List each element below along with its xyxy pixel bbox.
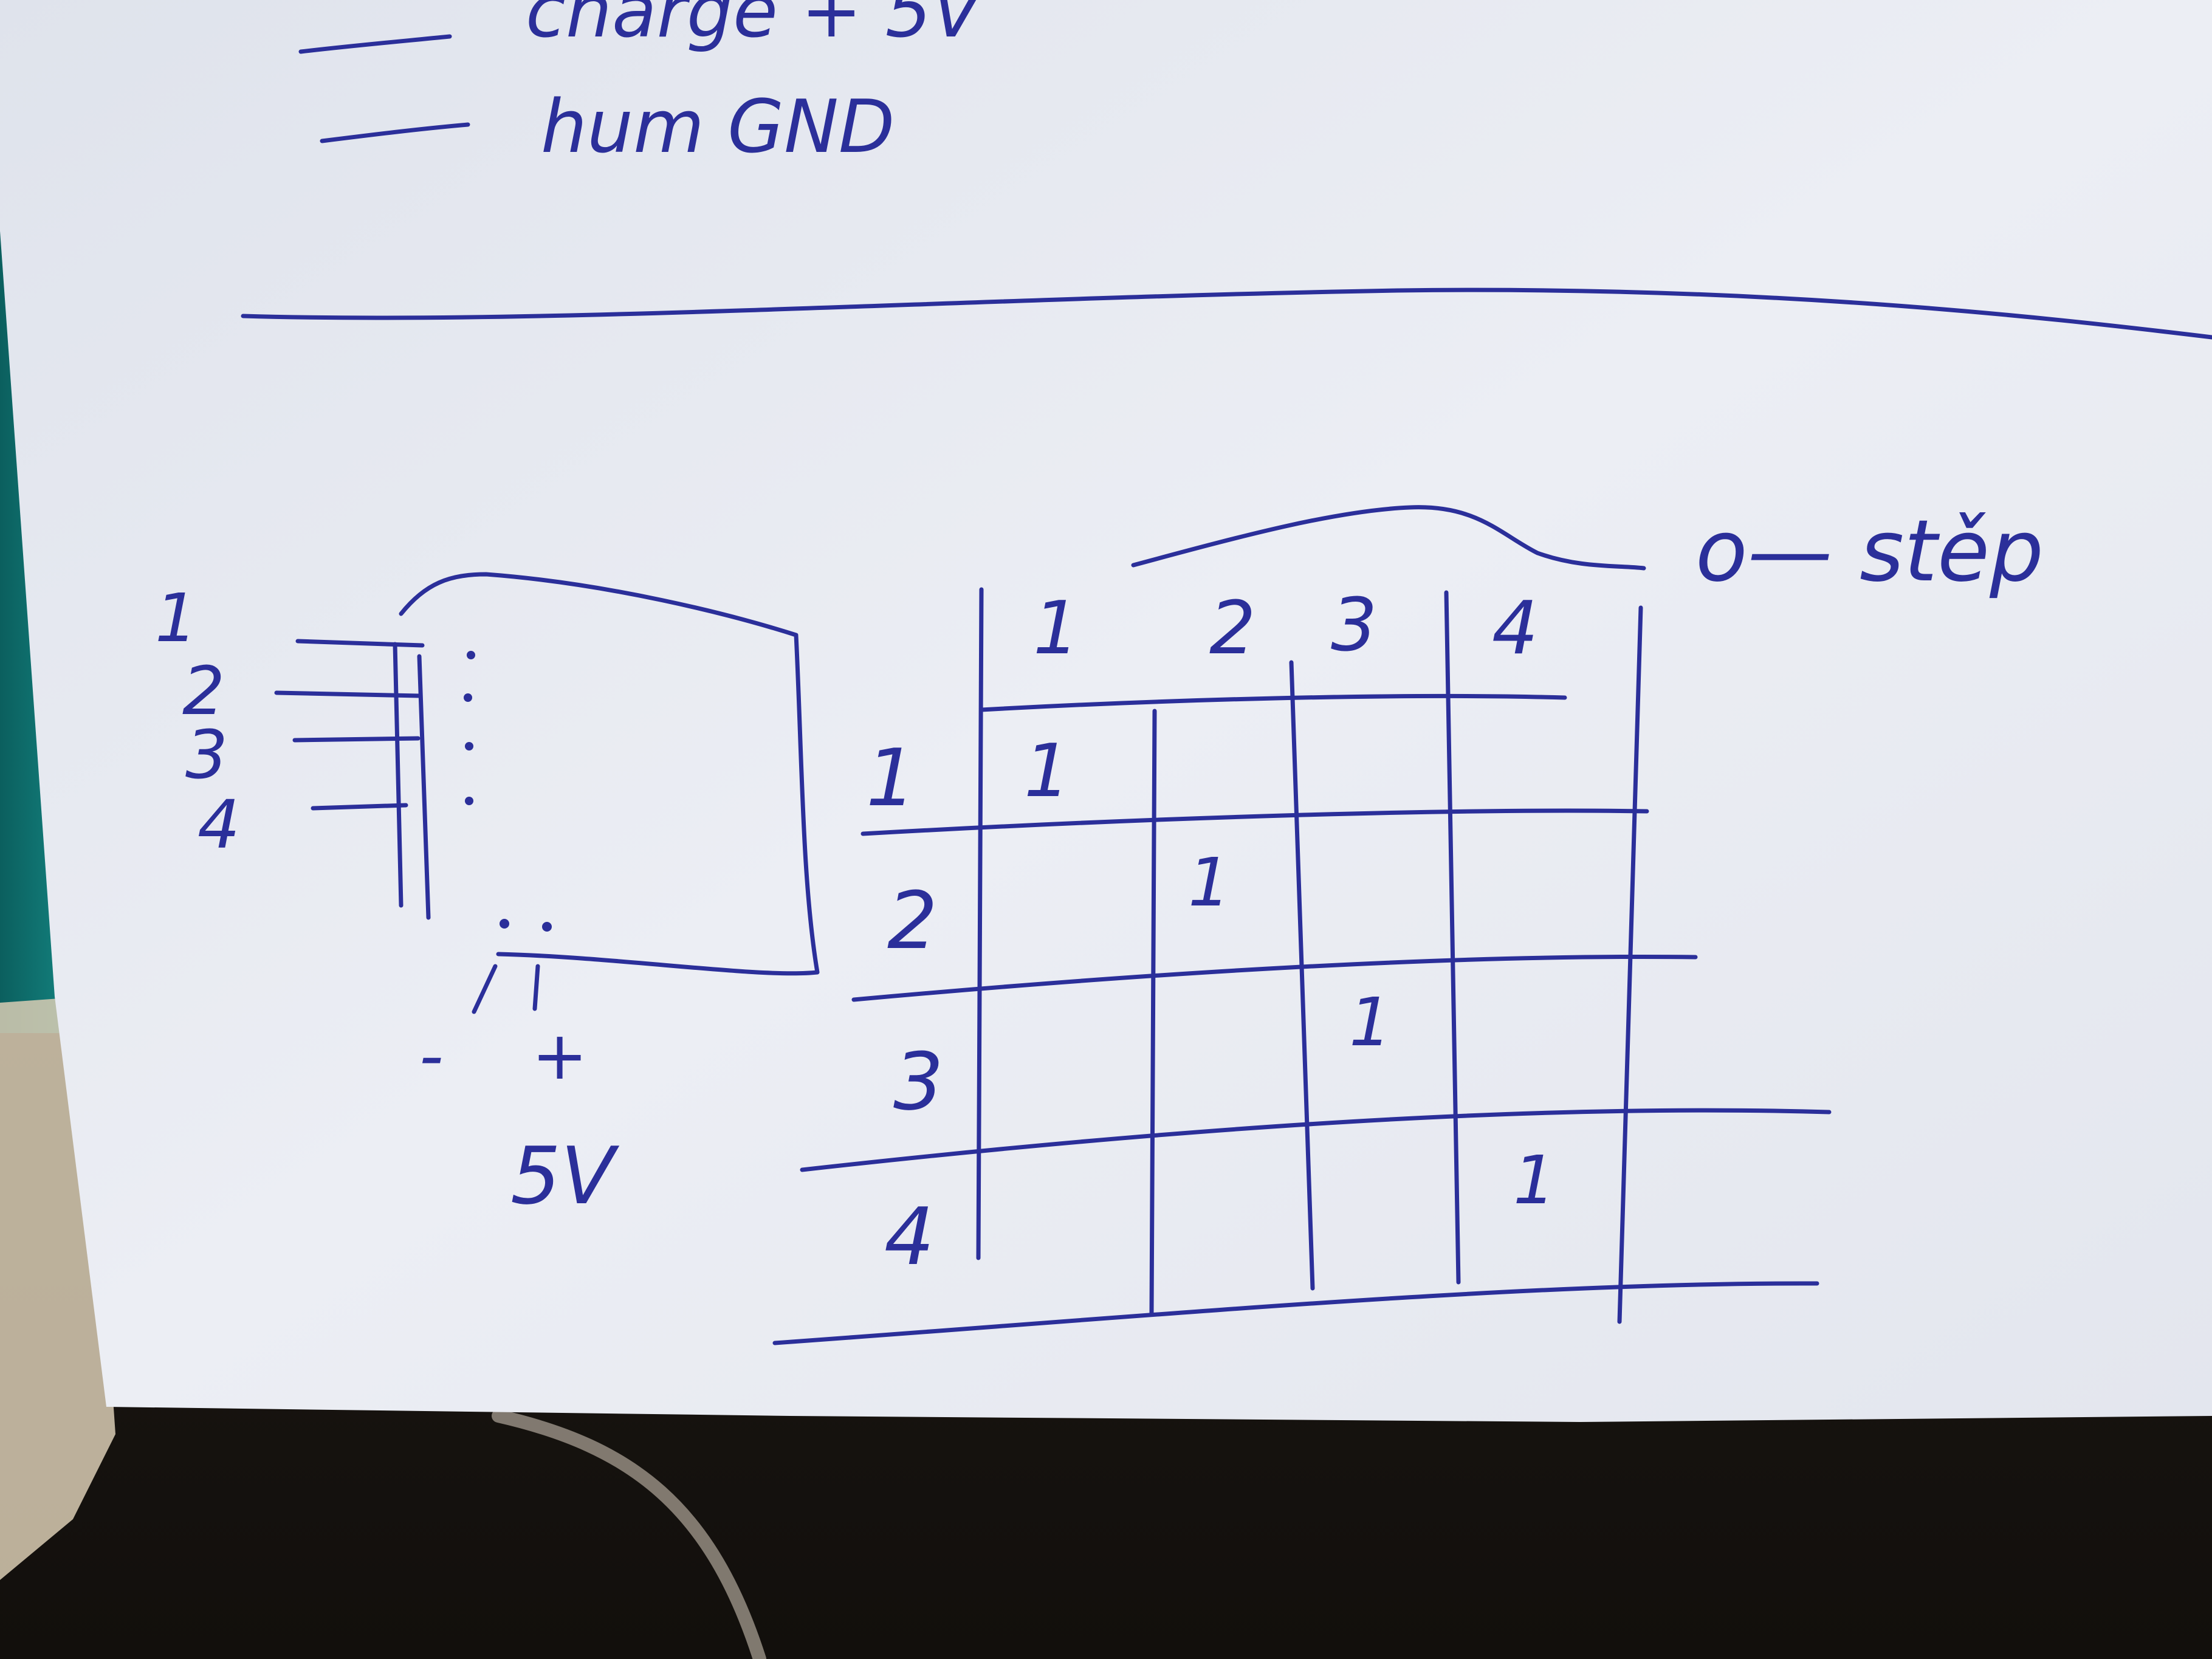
cable-shape — [492, 1409, 766, 1659]
pin-line-4 — [311, 803, 408, 811]
grid-line — [1149, 709, 1157, 1315]
grid-line — [1289, 660, 1315, 1291]
note-line-2: hum GND — [541, 85, 895, 170]
column-brace — [1131, 505, 1646, 571]
matrix-grid: 1 2 3 4 1 2 3 4 1 1 1 1 — [772, 505, 1832, 1345]
note-line-1: charge + 5V — [526, 0, 986, 54]
grid-line — [979, 693, 1567, 712]
header-dot — [467, 651, 475, 659]
power-dot — [500, 919, 509, 929]
col-header: 1 — [1033, 586, 1079, 671]
header-dot — [465, 797, 473, 805]
row-header: 4 — [884, 1190, 935, 1283]
paper-sheet — [0, 0, 2212, 1422]
pin-line-2 — [274, 690, 422, 698]
power-wire-minus — [472, 964, 498, 1014]
bullet-dash-1 — [298, 34, 452, 54]
header-strip — [393, 642, 431, 920]
divider-line — [241, 287, 2212, 340]
bullet-dash-2 — [320, 122, 470, 143]
matrix-cell: 1 — [1513, 1141, 1556, 1219]
plus-label: + — [532, 1017, 588, 1094]
matrix-cell: 1 — [1024, 729, 1070, 814]
module-sketch: 1 2 3 4 - + 5V — [155, 572, 820, 1222]
power-dot — [542, 922, 552, 932]
minus-label: - — [419, 1017, 444, 1094]
module-outline — [399, 572, 820, 976]
pin-line-1 — [295, 639, 425, 648]
row-header: 2 — [887, 874, 938, 967]
col-header: 3 — [1331, 583, 1377, 668]
row-header: 1 — [866, 732, 916, 824]
header-dot — [465, 742, 473, 750]
header-dot — [464, 693, 472, 702]
power-wire-plus — [532, 964, 540, 1011]
pin-label: 4 — [197, 786, 240, 864]
grid-line — [800, 1108, 1832, 1172]
col-header: 2 — [1209, 586, 1255, 671]
right-label: o— stěp — [1695, 502, 2044, 601]
pin-line-3 — [292, 736, 421, 743]
pin-label: 2 — [182, 652, 225, 730]
matrix-cell: 1 — [1188, 843, 1231, 921]
pin-label: 1 — [155, 579, 197, 657]
grid-line — [1444, 590, 1461, 1285]
row-header: 3 — [893, 1036, 944, 1128]
grid-line — [976, 587, 984, 1260]
grid-line — [851, 954, 1698, 1002]
voltage-label: 5V — [510, 1130, 620, 1222]
grid-line — [772, 1281, 1819, 1345]
grid-line — [860, 808, 1649, 836]
grid-line — [1617, 605, 1643, 1324]
col-header: 4 — [1492, 586, 1538, 671]
matrix-cell: 1 — [1349, 983, 1392, 1061]
pin-label: 3 — [185, 716, 228, 794]
